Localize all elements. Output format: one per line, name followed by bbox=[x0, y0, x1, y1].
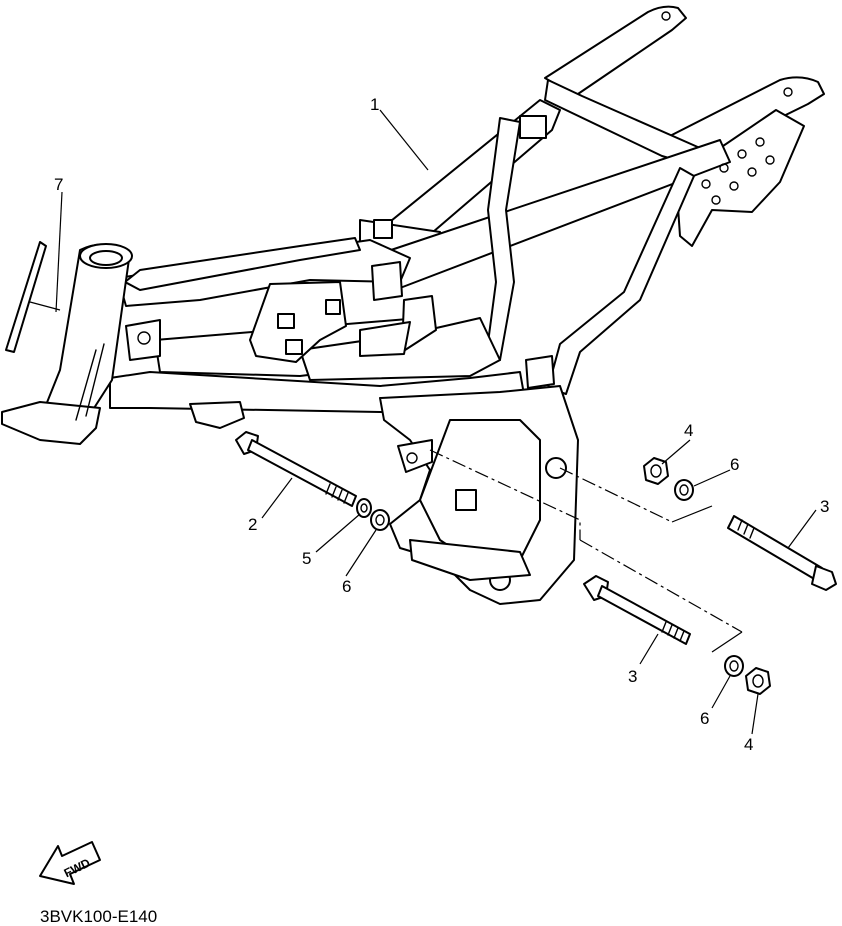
callout-3-upper: 3 bbox=[820, 497, 829, 516]
diagram-code: 3BVK100-E140 bbox=[40, 907, 157, 926]
pivot-bolt-part-3-lower bbox=[583, 575, 691, 645]
plain-washer-part-6-upper bbox=[674, 479, 694, 501]
plain-washer-part-6-left bbox=[370, 509, 390, 531]
nut-part-4-lower bbox=[745, 667, 771, 695]
callout-6-left: 6 bbox=[342, 577, 351, 596]
fwd-arrow-icon: FWD bbox=[39, 841, 101, 885]
frame-assembly bbox=[1, 5, 825, 605]
nut-part-4-upper bbox=[643, 457, 669, 485]
callout-4-lower: 4 bbox=[744, 735, 753, 754]
callout-6-upper: 6 bbox=[730, 455, 739, 474]
plain-washer-part-6-lower bbox=[724, 655, 744, 677]
callout-labels: 1 7 2 5 6 4 6 3 3 6 4 bbox=[54, 95, 829, 754]
callout-5: 5 bbox=[302, 549, 311, 568]
engine-mount-bolt-part-2 bbox=[235, 431, 357, 507]
callout-2: 2 bbox=[248, 515, 257, 534]
callout-6-lower: 6 bbox=[700, 709, 709, 728]
pivot-bolt-part-3-upper bbox=[727, 515, 837, 591]
callout-4-upper: 4 bbox=[684, 421, 693, 440]
callout-1: 1 bbox=[370, 95, 379, 114]
callout-3-lower: 3 bbox=[628, 667, 637, 686]
callout-leaders bbox=[29, 109, 817, 735]
assembly-centerlines bbox=[429, 449, 743, 653]
spring-washer-part-5 bbox=[356, 498, 372, 518]
head-pipe-plate-part-7 bbox=[5, 241, 47, 353]
callout-7: 7 bbox=[54, 175, 63, 194]
